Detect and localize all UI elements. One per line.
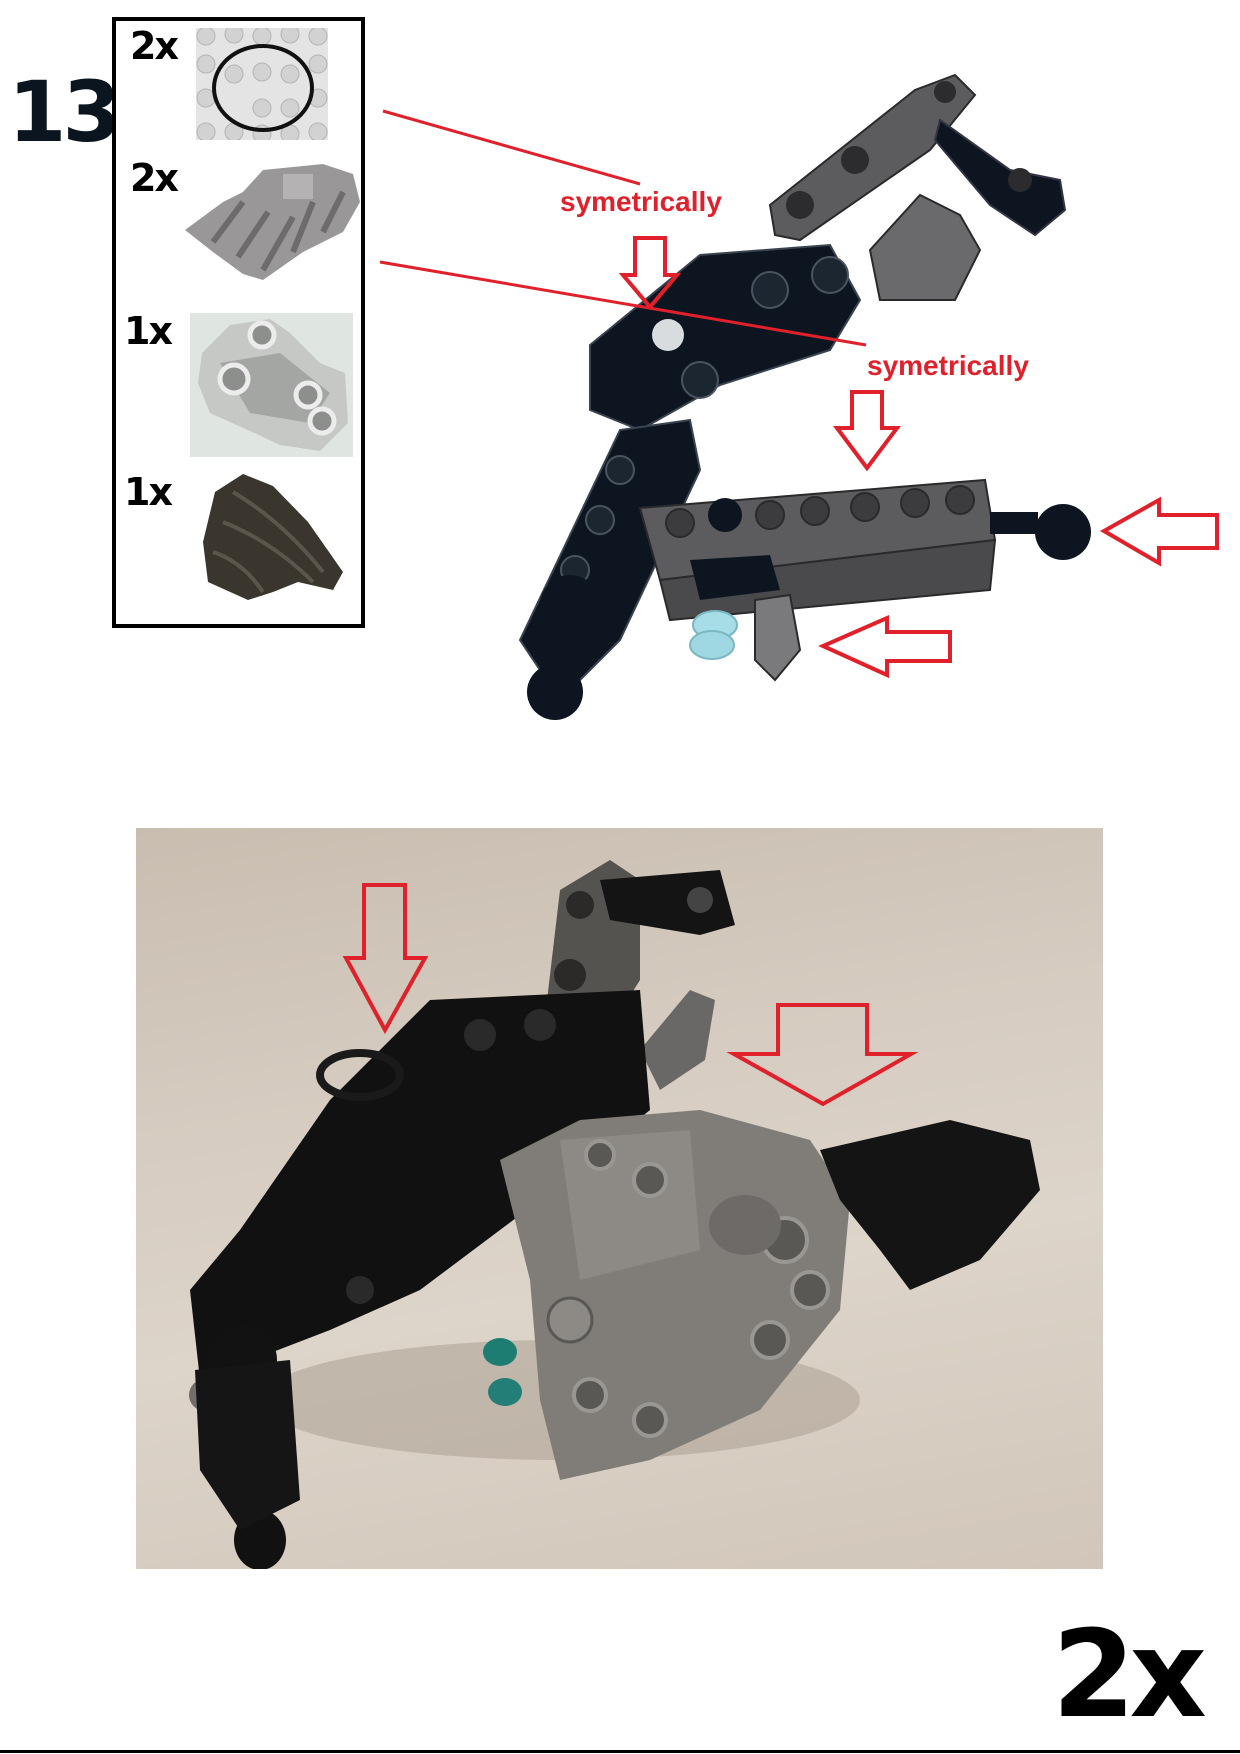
down-arrow-icon (618, 236, 682, 311)
annotation-label-1: symetrically (560, 186, 722, 217)
step-number: 13 (8, 63, 121, 161)
part-qty-3: 1x (124, 309, 173, 353)
curved-armor-part-image (203, 472, 343, 602)
down-arrow-icon (342, 883, 429, 1035)
down-arrow-icon (726, 1003, 919, 1107)
left-arrow-icon (818, 614, 952, 679)
part-qty-4: 1x (124, 470, 173, 514)
assembly-render (480, 60, 1100, 740)
page-bottom-rule (0, 1750, 1240, 1753)
gear-armor-part-image (183, 162, 360, 282)
hub-frame-part-image (190, 313, 353, 457)
assembly-photo (136, 828, 1103, 1569)
annotation-overlay (379, 109, 1219, 679)
annotation-label-2: symetrically (867, 350, 1029, 381)
part-qty-1: 2x (130, 24, 179, 68)
part-qty-2: 2x (130, 156, 179, 200)
rubber-band-part-image (196, 28, 328, 140)
repeat-count: 2x (1052, 1606, 1207, 1745)
left-arrow-icon (1099, 496, 1219, 567)
leader-line-2 (379, 260, 867, 347)
leader-line-1 (382, 109, 641, 186)
down-arrow-icon (833, 390, 901, 472)
